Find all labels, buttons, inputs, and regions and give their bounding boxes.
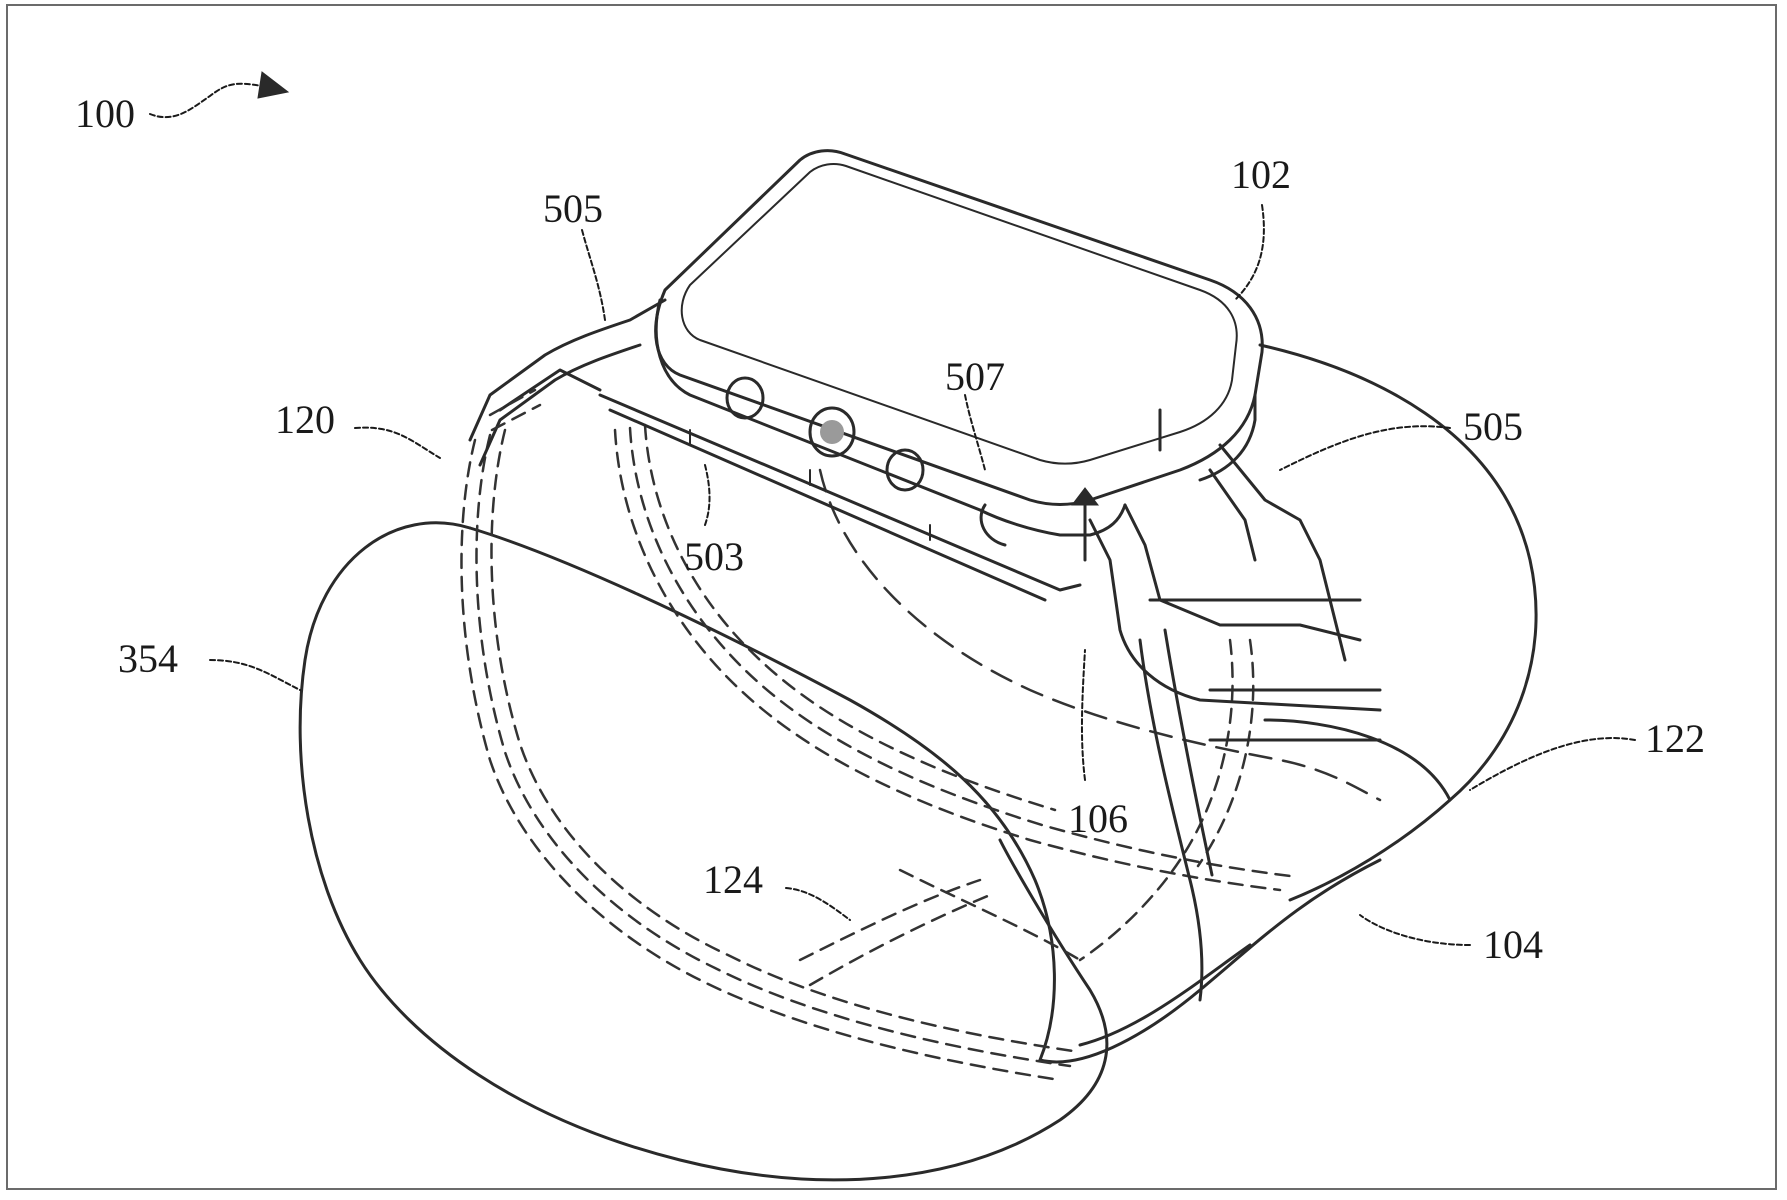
cavity-arrow-icon xyxy=(1072,488,1098,505)
leader-505-right xyxy=(1280,426,1450,470)
leader-124 xyxy=(786,888,850,920)
crown-center-icon xyxy=(820,420,844,444)
hidden-band-4 xyxy=(615,430,1280,890)
label-124: 124 xyxy=(703,857,763,902)
band-lower-edge xyxy=(1040,860,1380,1062)
watch-face-outer xyxy=(656,151,1263,505)
leader-354 xyxy=(210,660,300,690)
hidden-band-lines xyxy=(461,425,1380,1080)
watch-side-lower xyxy=(656,300,1125,535)
label-505-right: 505 xyxy=(1463,404,1523,449)
hidden-band-1 xyxy=(461,440,1060,1080)
label-505-left: 505 xyxy=(543,186,603,231)
hidden-band-9 xyxy=(810,895,990,985)
arrow-100-icon xyxy=(258,72,288,98)
leader-503 xyxy=(705,465,710,525)
label-100: 100 xyxy=(75,91,135,136)
label-122: 122 xyxy=(1645,716,1705,761)
lug-right-front xyxy=(1090,520,1380,710)
strap-loop xyxy=(300,345,1536,1180)
leader-106 xyxy=(1082,650,1085,780)
lug-right-edge xyxy=(1140,640,1202,1000)
leader-120 xyxy=(355,428,440,458)
band-lugs xyxy=(470,300,1380,1000)
lug-right-edge-2 xyxy=(1165,630,1212,875)
label-102: 102 xyxy=(1231,152,1291,197)
leader-100 xyxy=(150,84,262,117)
hidden-band-7 xyxy=(820,470,1380,800)
hidden-band-6 xyxy=(645,425,1055,810)
leader-lines xyxy=(210,205,1635,945)
lug-right-side xyxy=(1220,445,1345,660)
leader-104 xyxy=(1360,915,1470,945)
watch-body xyxy=(656,151,1263,545)
hidden-band-12 xyxy=(1198,640,1253,866)
label-507: 507 xyxy=(945,354,1005,399)
label-503: 503 xyxy=(684,534,744,579)
leader-122 xyxy=(1470,738,1635,790)
hidden-band-3 xyxy=(491,430,1080,1052)
label-354: 354 xyxy=(118,636,178,681)
watch-side-right xyxy=(1200,395,1255,480)
watch-screen xyxy=(682,164,1237,464)
leader-102 xyxy=(1235,205,1264,300)
label-120: 120 xyxy=(275,397,335,442)
hidden-band-5 xyxy=(630,428,1290,876)
lug-right-inner xyxy=(1210,470,1255,560)
label-106: 106 xyxy=(1068,796,1128,841)
lug-right-top xyxy=(1125,505,1360,640)
strap-front-inner-edge xyxy=(470,528,1054,1060)
device-reference: 100 xyxy=(75,72,288,136)
leader-505-left xyxy=(582,230,605,320)
hidden-band-8 xyxy=(800,880,980,960)
label-104: 104 xyxy=(1483,922,1543,967)
lug-left-mid xyxy=(480,345,640,465)
reference-labels: 505 120 503 507 102 505 106 122 354 124 … xyxy=(118,152,1705,967)
hidden-band-2 xyxy=(476,435,1070,1066)
leader-507 xyxy=(965,395,985,470)
